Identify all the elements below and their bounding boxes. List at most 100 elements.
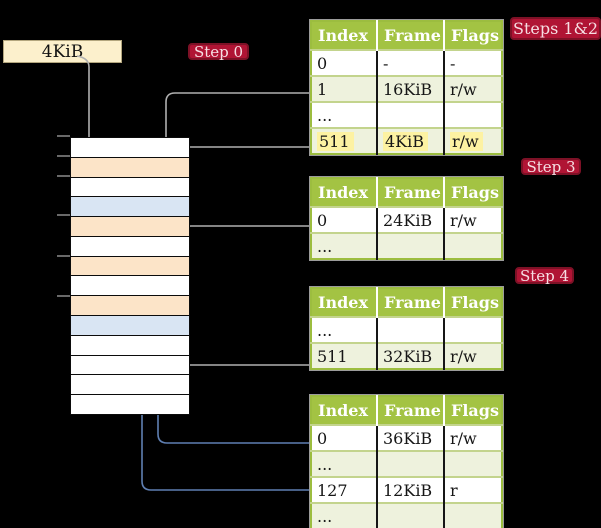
table-cell: r/w — [443, 75, 502, 102]
column-header: Index — [311, 396, 378, 425]
table-row: ... — [311, 450, 502, 477]
highlighted-value: r/w — [449, 131, 483, 151]
table-cell — [443, 450, 502, 477]
table-cell: 24KiB — [377, 206, 445, 233]
table-cell: ... — [311, 316, 378, 343]
table-cell: 36KiB — [377, 424, 445, 451]
memory-frame-row-white — [71, 355, 189, 376]
memory-frame-row-peach — [71, 256, 189, 277]
column-header: Flags — [443, 21, 502, 50]
memory-frame-row-white — [71, 276, 189, 297]
column-header: Index — [311, 21, 378, 50]
table-cell: 0 — [311, 206, 378, 233]
table-row: ... — [311, 101, 502, 128]
memory-frame-row-blue — [71, 316, 189, 336]
column-header: Frame — [377, 288, 445, 317]
table-cell: 511 — [311, 342, 378, 369]
column-header: Frame — [377, 178, 445, 207]
column-header: Flags — [443, 396, 502, 425]
memory-frame-row-white — [71, 395, 189, 414]
table-cell: r — [443, 476, 502, 503]
table-row: 511 4KiB r/w — [311, 127, 502, 154]
table-cell: ... — [311, 450, 378, 477]
highlighted-value: 4KiB — [383, 131, 429, 151]
table-cell: ... — [311, 502, 378, 528]
frame-size-label: 4KiB — [41, 41, 84, 62]
table-row: ... — [311, 316, 502, 343]
memory-frame-row-white — [71, 177, 189, 198]
table-cell: 12KiB — [377, 476, 445, 503]
memory-frame-row-peach — [71, 217, 189, 237]
badge-step-3: Step 3 — [521, 158, 581, 176]
table-cell: 511 — [311, 127, 378, 154]
table-cell — [443, 502, 502, 528]
table-cell: 32KiB — [377, 342, 445, 369]
column-header: Frame — [377, 396, 445, 425]
highlighted-value: 511 — [317, 131, 354, 151]
table-cell — [377, 502, 445, 528]
column-header: Index — [311, 288, 378, 317]
column-header: Index — [311, 178, 378, 207]
badge-steps-1-2: Steps 1&2 — [510, 17, 601, 40]
table-row: 0-- — [311, 49, 502, 76]
table-cell: 127 — [311, 476, 378, 503]
memory-frame-row-peach — [71, 157, 189, 178]
table-row: ... — [311, 502, 502, 528]
column-header: Flags — [443, 178, 502, 207]
column-header: Flags — [443, 288, 502, 317]
memory-frame-row-white — [71, 335, 189, 356]
memory-frame-row-white — [71, 236, 189, 257]
column-header: Frame — [377, 21, 445, 50]
table-cell: 4KiB — [377, 127, 445, 154]
table-cell — [443, 101, 502, 128]
table-cell — [377, 101, 445, 128]
memory-frame-row-peach — [71, 296, 189, 317]
table-cell: 16KiB — [377, 75, 445, 102]
badge-step-4: Step 4 — [515, 267, 574, 285]
badge-step-0: Step 0 — [188, 43, 249, 61]
table-cell — [377, 232, 445, 259]
table-cell — [443, 316, 502, 343]
table-cell: - — [377, 49, 445, 76]
table-cell — [443, 232, 502, 259]
table-cell — [377, 450, 445, 477]
frame-size-label-box: 4KiB — [3, 40, 122, 63]
table-cell: 0 — [311, 49, 378, 76]
table-cell: r/w — [443, 206, 502, 233]
physical-memory-column — [70, 137, 190, 415]
table-cell: ... — [311, 101, 378, 128]
table-row: ... — [311, 232, 502, 259]
table-cell: ... — [311, 232, 378, 259]
table-cell: 1 — [311, 75, 378, 102]
table-cell: - — [443, 49, 502, 76]
memory-frame-row-blue — [71, 197, 189, 218]
table-cell: r/w — [443, 424, 502, 451]
memory-frame-row-white — [71, 375, 189, 396]
memory-frame-row-white — [71, 138, 189, 158]
table-cell: r/w — [443, 127, 502, 154]
table-cell: r/w — [443, 342, 502, 369]
table-cell: 0 — [311, 424, 378, 451]
